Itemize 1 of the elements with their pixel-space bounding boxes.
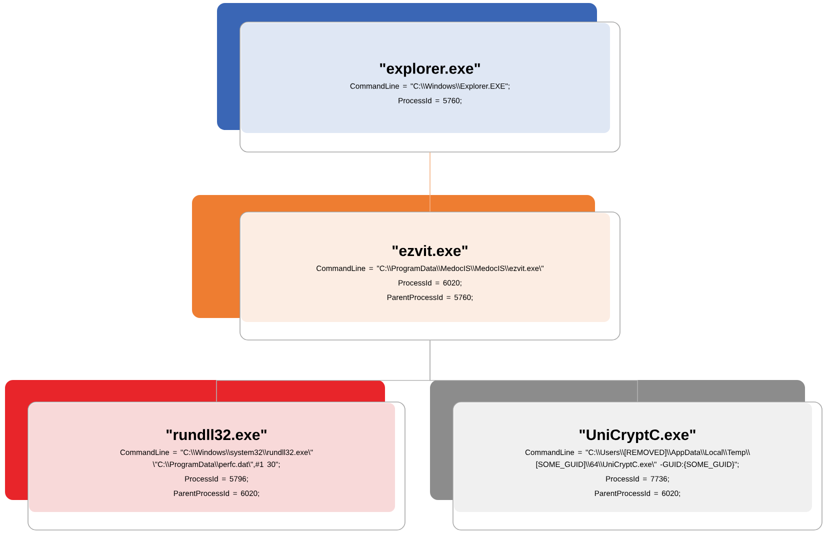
connector-line xyxy=(430,340,638,402)
